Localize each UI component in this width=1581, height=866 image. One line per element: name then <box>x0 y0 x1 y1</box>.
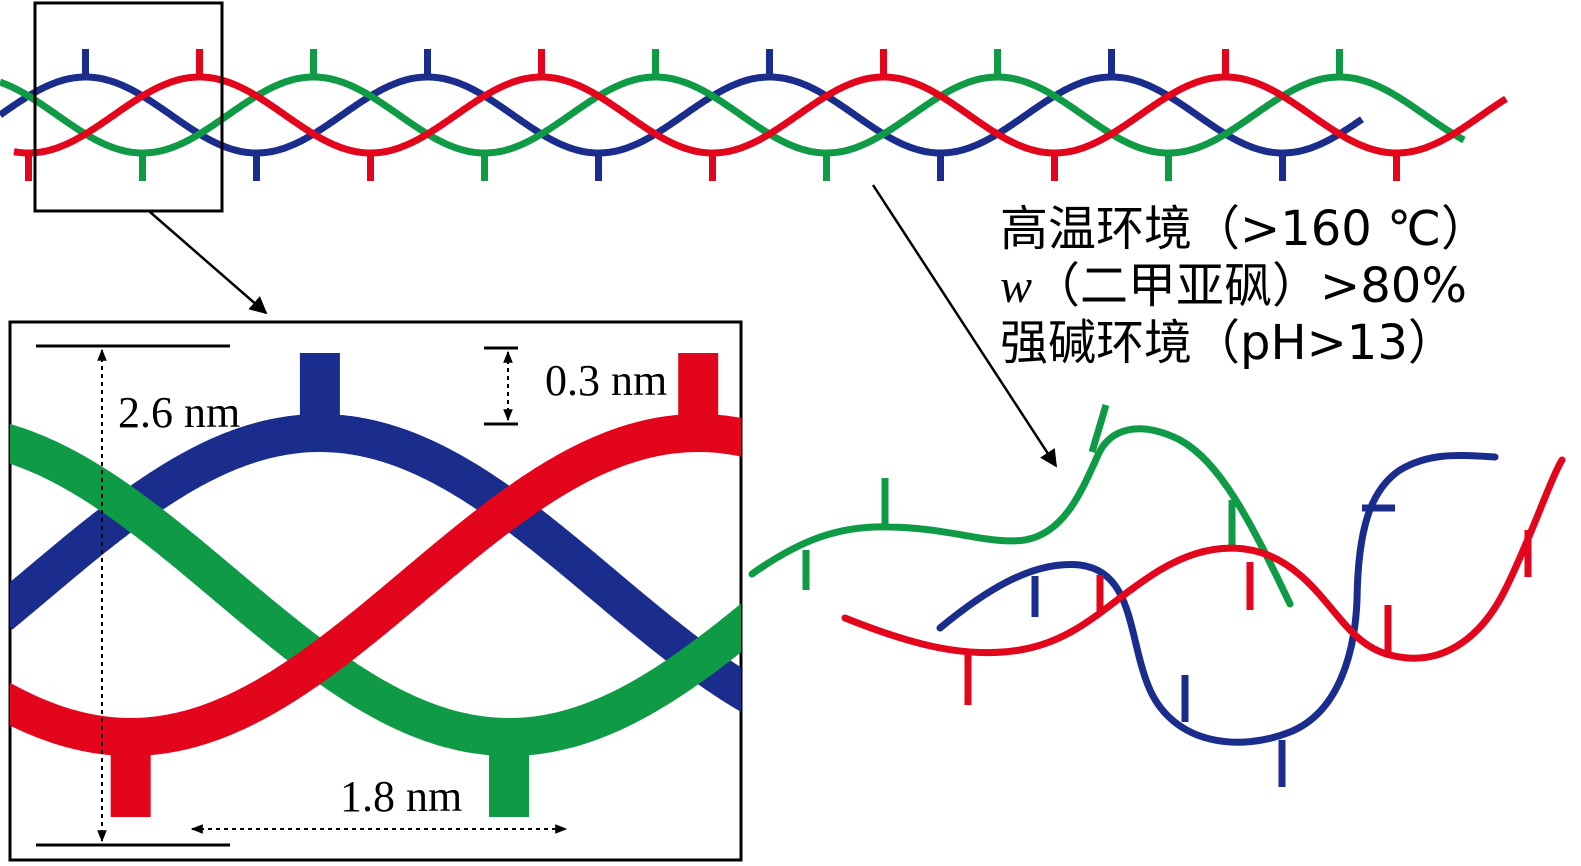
top-strand-red-branch <box>880 49 887 80</box>
top-strand-green-branch <box>481 150 488 181</box>
detail-strand-red <box>10 353 741 817</box>
detail-strand-blue-branch <box>299 353 340 445</box>
detail-strand-red-branch <box>678 353 719 445</box>
top-strand-green-branch <box>994 49 1001 80</box>
top-strand-red-branch <box>1393 150 1400 181</box>
top-strand-blue-branch <box>1108 49 1115 80</box>
top-strand-red-branch <box>538 49 545 80</box>
denatured-strands <box>748 404 1566 787</box>
top-strand-green-branch <box>652 49 659 80</box>
zoom-arrow <box>149 211 268 315</box>
selection-box <box>33 1 224 213</box>
top-strand-red-backbone <box>13 73 1508 157</box>
detail-strand-red-branch <box>110 725 151 817</box>
denatured-strand-blue <box>936 451 1499 787</box>
conditions-text: 高温环境（>160 ℃） w（二甲亚砜）>80% 强碱环境（pH>13） <box>1000 201 1489 371</box>
top-strand-blue-branch <box>1279 150 1286 181</box>
top-strand-blue <box>0 49 1365 181</box>
top-strand-green-branch <box>1336 49 1343 80</box>
top-strand-green <box>0 49 1466 181</box>
top-strand-red-branch <box>196 49 203 80</box>
top-strand-blue-branch <box>937 150 944 181</box>
triple-helix-intact <box>0 49 1508 181</box>
top-strand-red-branch <box>25 150 32 181</box>
detail-strand-green-branch <box>489 725 529 817</box>
top-strand-green-branch <box>310 49 317 80</box>
top-strand-blue-backbone <box>0 73 1365 157</box>
top-strand-red-branch <box>1222 49 1229 80</box>
top-strand-green-branch <box>139 150 146 181</box>
top-strand-green-branch <box>1165 150 1172 181</box>
top-strand-red <box>13 49 1508 181</box>
pitch-label: 1.8 nm <box>340 772 462 821</box>
condition-dmso: w（二甲亚砜）>80% <box>1000 258 1467 314</box>
top-strand-blue-branch <box>766 49 773 80</box>
detail-strand-green <box>10 423 741 817</box>
top-strand-green-branch <box>823 150 830 181</box>
denatured-strand-green <box>748 404 1294 608</box>
denatured-strand-red <box>841 456 1566 705</box>
detail-view: 2.6 nm 0.3 nm 1.8 nm <box>8 320 743 862</box>
top-strand-red-branch <box>709 150 716 181</box>
top-strand-blue-branch <box>82 49 89 80</box>
denature-arrow <box>871 184 1058 468</box>
top-strand-red-branch <box>1051 150 1058 181</box>
condition-dmso-rest: （二甲亚砜）>80% <box>1032 258 1467 314</box>
condition-high-temperature: 高温环境（>160 ℃） <box>1000 201 1489 257</box>
top-strand-green-backbone <box>0 73 1466 157</box>
condition-strong-base: 强碱环境（pH>13） <box>1000 315 1456 371</box>
height-label: 2.6 nm <box>118 388 240 437</box>
top-strand-blue-branch <box>424 49 431 80</box>
mass-fraction-symbol: w <box>1000 260 1032 313</box>
top-strand-blue-branch <box>595 150 602 181</box>
branch-label: 0.3 nm <box>545 356 667 405</box>
top-strand-red-branch <box>367 150 374 181</box>
detail-strand-green-backbone <box>10 423 741 756</box>
top-strand-blue-branch <box>253 150 260 181</box>
